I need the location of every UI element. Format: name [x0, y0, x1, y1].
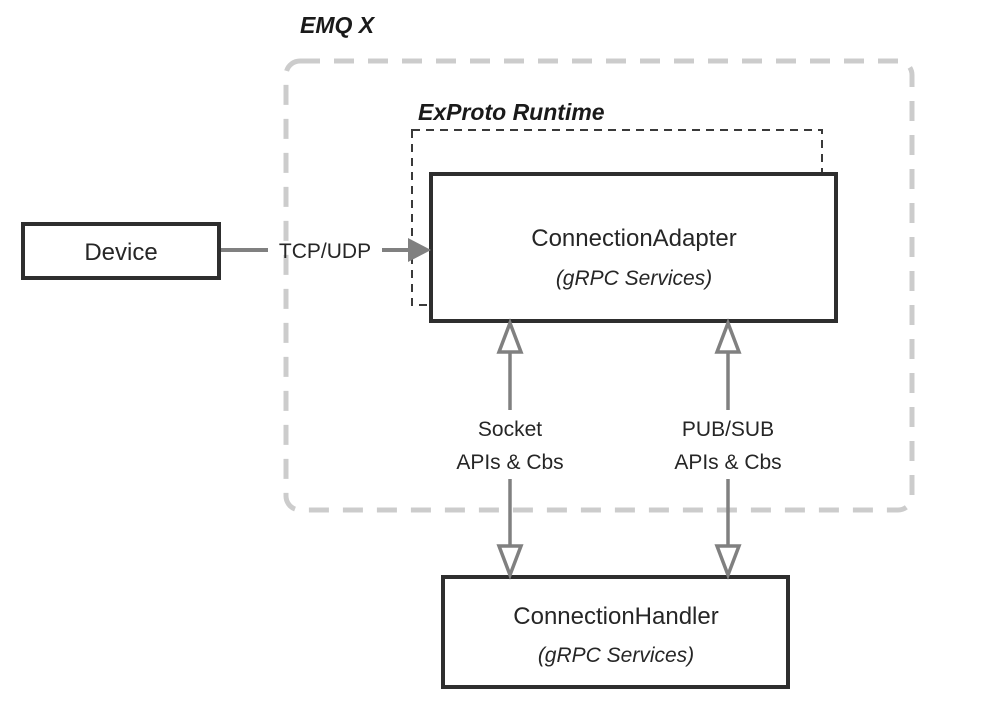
connection-handler-subtitle: (gRPC Services) — [538, 644, 694, 667]
socket-arrow-up-head — [496, 318, 524, 354]
tcp-udp-label: TCP/UDP — [279, 240, 371, 263]
connection-handler-title: ConnectionHandler — [513, 603, 718, 630]
device-box[interactable] — [21, 222, 221, 280]
pubsub-arrow-up-head — [714, 318, 742, 354]
pubsub-arrow-down-head — [714, 544, 742, 580]
socket-arrow-down-head — [496, 544, 524, 580]
pubsub-label-line1: PUB/SUB — [682, 418, 774, 441]
socket-label-line2: APIs & Cbs — [456, 451, 563, 474]
socket-label-line1: Socket — [478, 418, 542, 441]
emqx-boundary — [283, 58, 915, 513]
connection-adapter-subtitle: (gRPC Services) — [556, 267, 712, 290]
device-label: Device — [84, 239, 157, 266]
connection-adapter-title: ConnectionAdapter — [531, 225, 736, 252]
connection-adapter-box[interactable] — [429, 172, 838, 323]
pubsub-label-line2: APIs & Cbs — [674, 451, 781, 474]
emqx-title: EMQ X — [300, 12, 376, 38]
adapter-inbound-arrowhead — [408, 238, 431, 262]
exproto-runtime-title: ExProto Runtime — [418, 99, 605, 125]
connection-handler-box[interactable] — [441, 575, 790, 689]
